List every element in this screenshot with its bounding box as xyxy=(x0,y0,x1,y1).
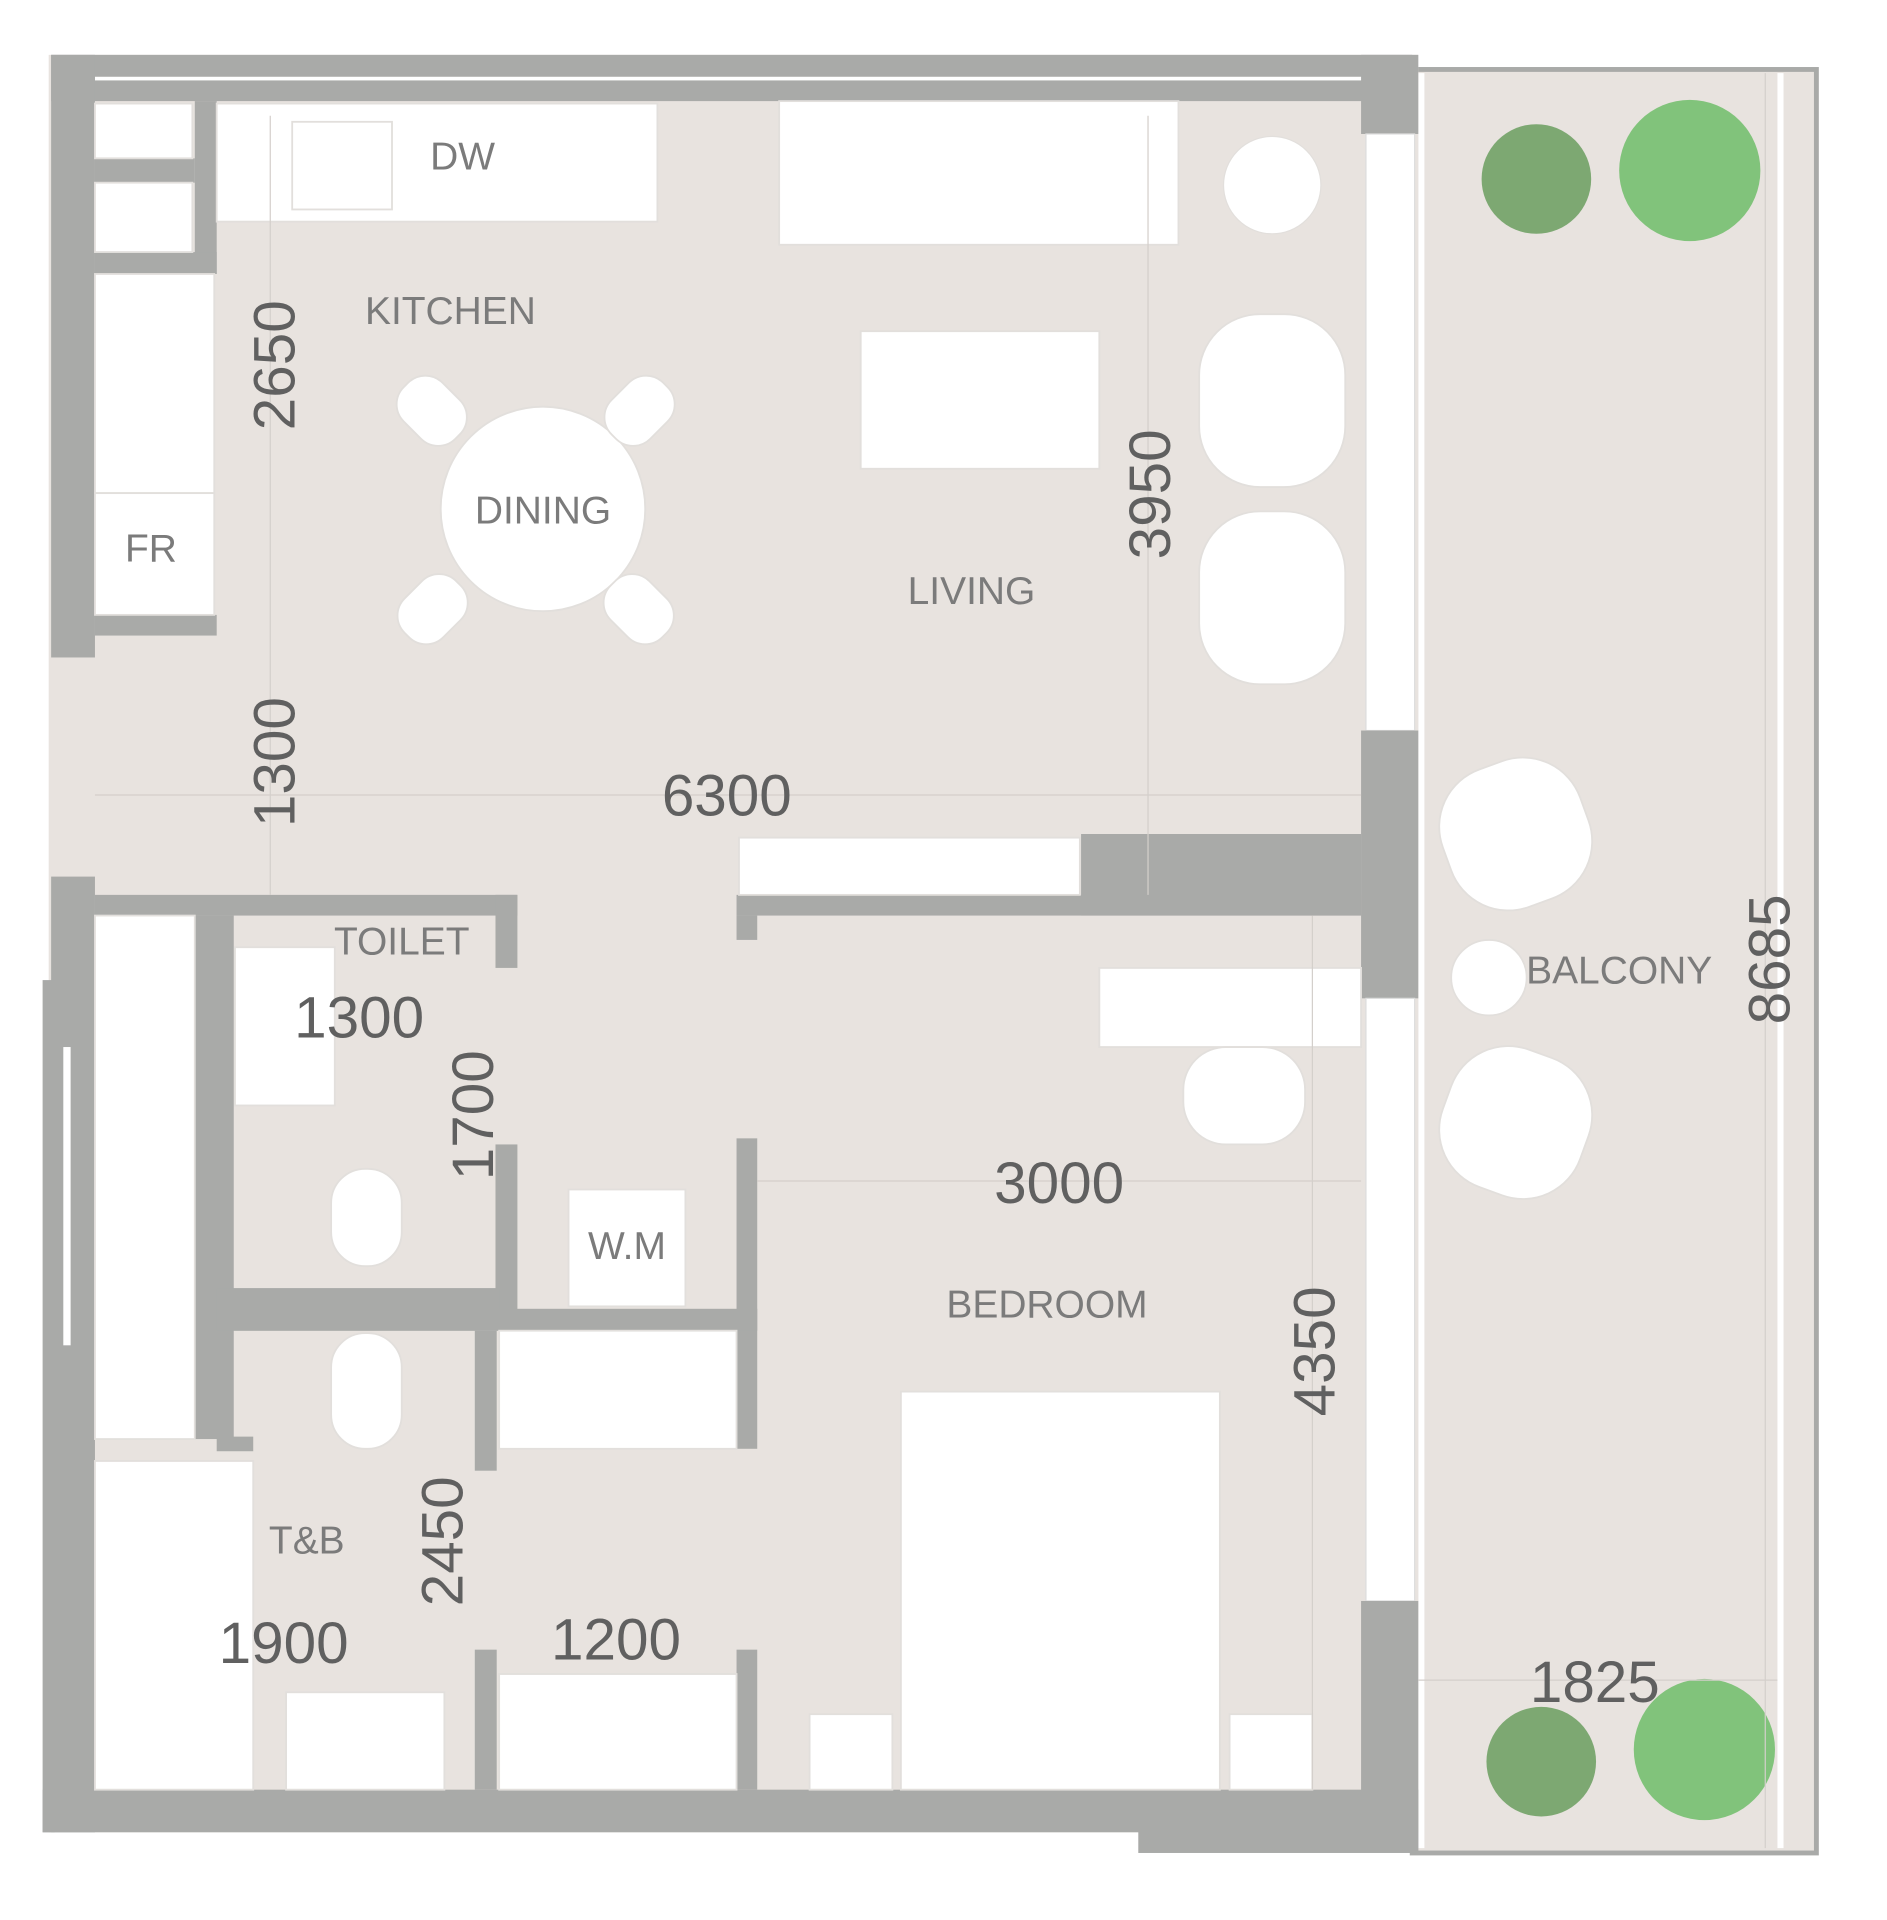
room-label-kitchen: KITCHEN xyxy=(365,290,536,333)
fixture-label-dw: DW xyxy=(430,135,495,178)
room-label-living: LIVING xyxy=(908,570,1036,613)
room-label-balcony: BALCONY xyxy=(1526,950,1712,993)
plant-icon xyxy=(1222,135,1322,235)
dim-bedroom-depth: 4350 xyxy=(1282,1286,1347,1416)
dim-living-depth: 3950 xyxy=(1118,429,1183,559)
shower xyxy=(94,1460,255,1791)
tv-unit xyxy=(738,836,1081,896)
armchair xyxy=(1198,510,1347,686)
fixture-label-fr: FR xyxy=(125,527,177,570)
dim-living-width: 6300 xyxy=(662,764,792,829)
dim-tb-depth: 2450 xyxy=(411,1476,476,1606)
fridge xyxy=(94,492,216,616)
furniture xyxy=(94,100,1594,1791)
plants xyxy=(1222,99,1775,1821)
room-label-bedroom: BEDROOM xyxy=(946,1283,1147,1326)
dim-wardrobe-width: 1200 xyxy=(551,1607,681,1672)
balcony-table xyxy=(1450,938,1528,1017)
dim-toilet-depth: 1700 xyxy=(441,1050,506,1180)
balcony-chair xyxy=(1438,1045,1594,1200)
coffee-table xyxy=(859,330,1101,470)
stove xyxy=(94,273,216,495)
dim-entry-depth: 1300 xyxy=(243,697,308,827)
plant-icon xyxy=(1619,99,1761,242)
walls xyxy=(42,54,1419,1853)
kitchen-counter xyxy=(215,102,659,223)
plant-icon xyxy=(1486,1706,1597,1817)
room-label-toilet: TOILET xyxy=(334,921,470,964)
dim-balcony-length: 8685 xyxy=(1738,894,1803,1024)
armchair xyxy=(1198,313,1347,488)
dining-table xyxy=(439,405,647,613)
plant-icon xyxy=(1481,124,1592,234)
room-label-dining: DINING xyxy=(475,490,611,533)
washing-machine xyxy=(567,1188,687,1308)
dim-toilet-width: 1300 xyxy=(294,985,424,1050)
dim-balcony-width: 1825 xyxy=(1530,1650,1660,1715)
dim-kitchen-depth: 2650 xyxy=(243,300,308,430)
dim-tb-width: 1900 xyxy=(219,1611,349,1676)
shower xyxy=(94,914,196,1440)
bed xyxy=(899,1390,1221,1791)
fixture-label-wm: W.M xyxy=(588,1225,666,1268)
balcony-chair xyxy=(1438,756,1594,912)
sofa xyxy=(778,100,1180,246)
dimension-lines xyxy=(94,73,1778,1849)
room-label-tb: T&B xyxy=(269,1519,345,1562)
desk xyxy=(1098,967,1362,1048)
dim-bedroom-width: 3000 xyxy=(994,1151,1124,1216)
wardrobe xyxy=(498,1329,738,1450)
plant-icon xyxy=(1633,1678,1775,1821)
wardrobe xyxy=(498,1673,738,1791)
